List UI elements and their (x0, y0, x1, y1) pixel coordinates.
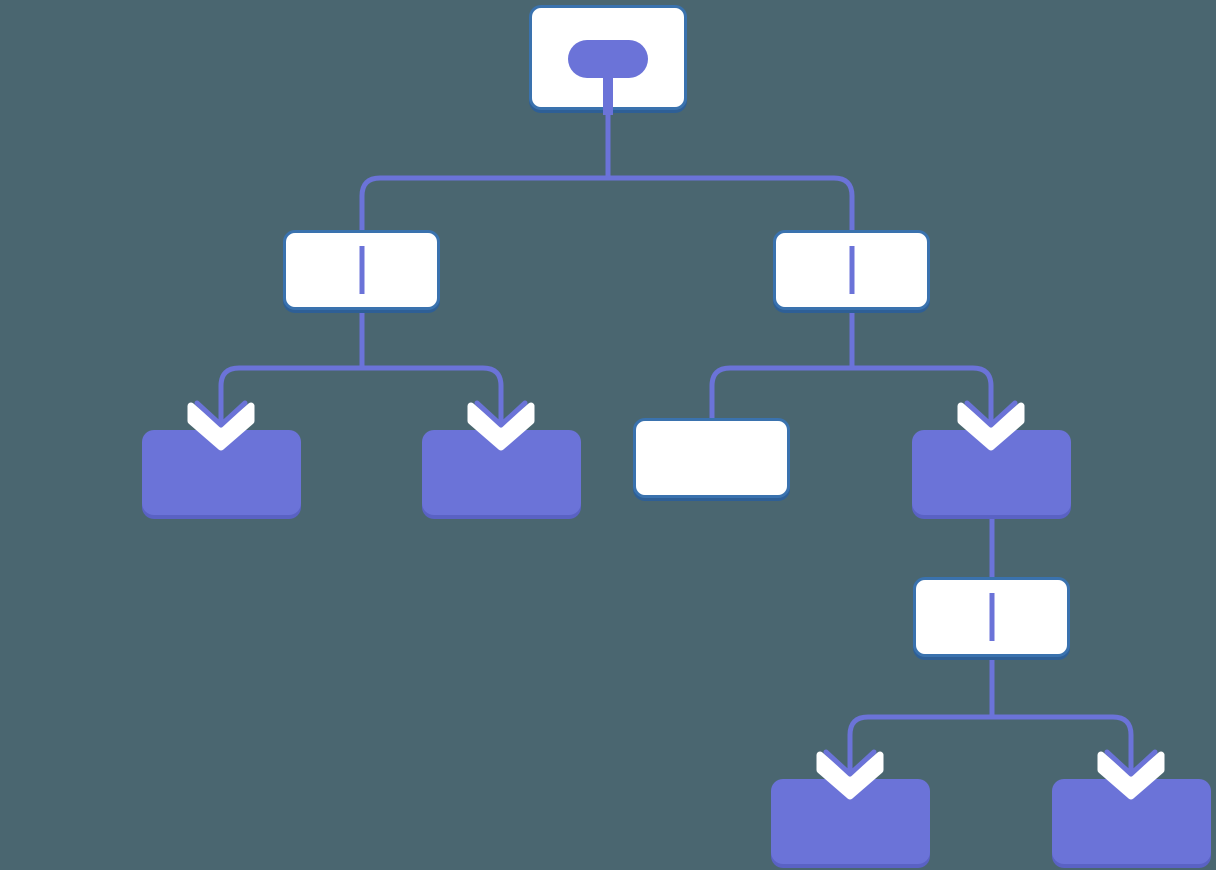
level2-leaf-a-node[interactable] (142, 430, 301, 515)
edge-path (847, 660, 1134, 785)
level2-leaf-b-node[interactable] (422, 430, 581, 515)
level2-right-filled-node[interactable] (912, 430, 1071, 515)
root-node[interactable] (529, 5, 687, 110)
edge-path (218, 312, 504, 436)
edge-path (709, 312, 994, 422)
level1-left-node[interactable] (283, 230, 440, 310)
level2-right-white-node[interactable] (633, 418, 790, 498)
level3-white-node[interactable] (913, 577, 1070, 657)
level4-leaf-a-node[interactable] (771, 779, 930, 864)
level4-leaf-b-node[interactable] (1052, 779, 1211, 864)
level1-right-node[interactable] (773, 230, 930, 310)
root-collapsed-pill[interactable] (568, 40, 648, 78)
edge-path (359, 110, 855, 246)
